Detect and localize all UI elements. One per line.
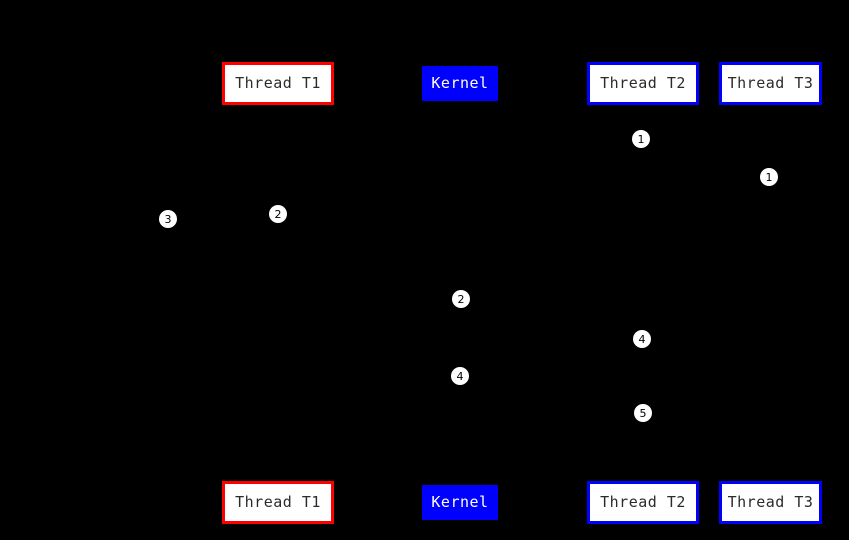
participant-box-t2-top[interactable]: Thread T2 (587, 62, 699, 105)
step-marker-s7[interactable]: 4 (451, 367, 469, 385)
participant-label: Kernel (431, 493, 489, 511)
participant-box-t3-bottom[interactable]: Thread T3 (719, 481, 822, 524)
step-marker-s8[interactable]: 5 (634, 404, 652, 422)
participant-label: Thread T3 (727, 493, 814, 511)
participant-box-t1-top[interactable]: Thread T1 (222, 62, 334, 105)
message-arrow-m6 (460, 387, 643, 388)
message-arrow-m1 (460, 150, 643, 151)
participant-label: Thread T1 (235, 74, 321, 92)
activation-bar-t3 (766, 105, 774, 481)
activation-bar-t2 (639, 105, 647, 481)
participant-box-t1-bottom[interactable]: Thread T1 (222, 481, 334, 524)
arrowhead-icon-m5 (635, 346, 643, 355)
message-arrow-m2 (460, 188, 770, 189)
step-marker-s2[interactable]: 1 (760, 168, 778, 186)
step-marker-s4[interactable]: 2 (269, 205, 287, 223)
participant-label: Kernel (431, 74, 489, 92)
message-arrow-m4 (278, 310, 460, 311)
participant-label: Thread T1 (235, 493, 321, 511)
arrowhead-icon-m6 (635, 383, 643, 392)
arrowhead-icon-m1 (460, 146, 468, 155)
participant-box-kernel-top[interactable]: Kernel (422, 66, 498, 101)
activation-bar-t1 (274, 105, 282, 481)
participant-label: Thread T3 (727, 74, 814, 92)
step-marker-s6[interactable]: 4 (633, 330, 651, 348)
message-arrow-m7 (460, 424, 643, 425)
step-marker-s1[interactable]: 1 (632, 130, 650, 148)
arrowhead-icon-m3 (278, 221, 286, 230)
arrowhead-icon-m7 (460, 420, 468, 429)
step-marker-s3[interactable]: 3 (159, 210, 177, 228)
step-marker-s5[interactable]: 2 (452, 290, 470, 308)
participant-label: Thread T2 (600, 74, 686, 92)
participant-box-t2-bottom[interactable]: Thread T2 (587, 481, 699, 524)
message-arrow-m3 (278, 225, 460, 226)
arrowhead-icon-m2 (460, 184, 468, 193)
participant-box-t3-top[interactable]: Thread T3 (719, 62, 822, 105)
participant-box-kernel-bottom[interactable]: Kernel (422, 485, 498, 520)
message-arrow-m5 (460, 350, 643, 351)
participant-label: Thread T2 (600, 493, 686, 511)
arrowhead-icon-m4 (452, 306, 460, 315)
